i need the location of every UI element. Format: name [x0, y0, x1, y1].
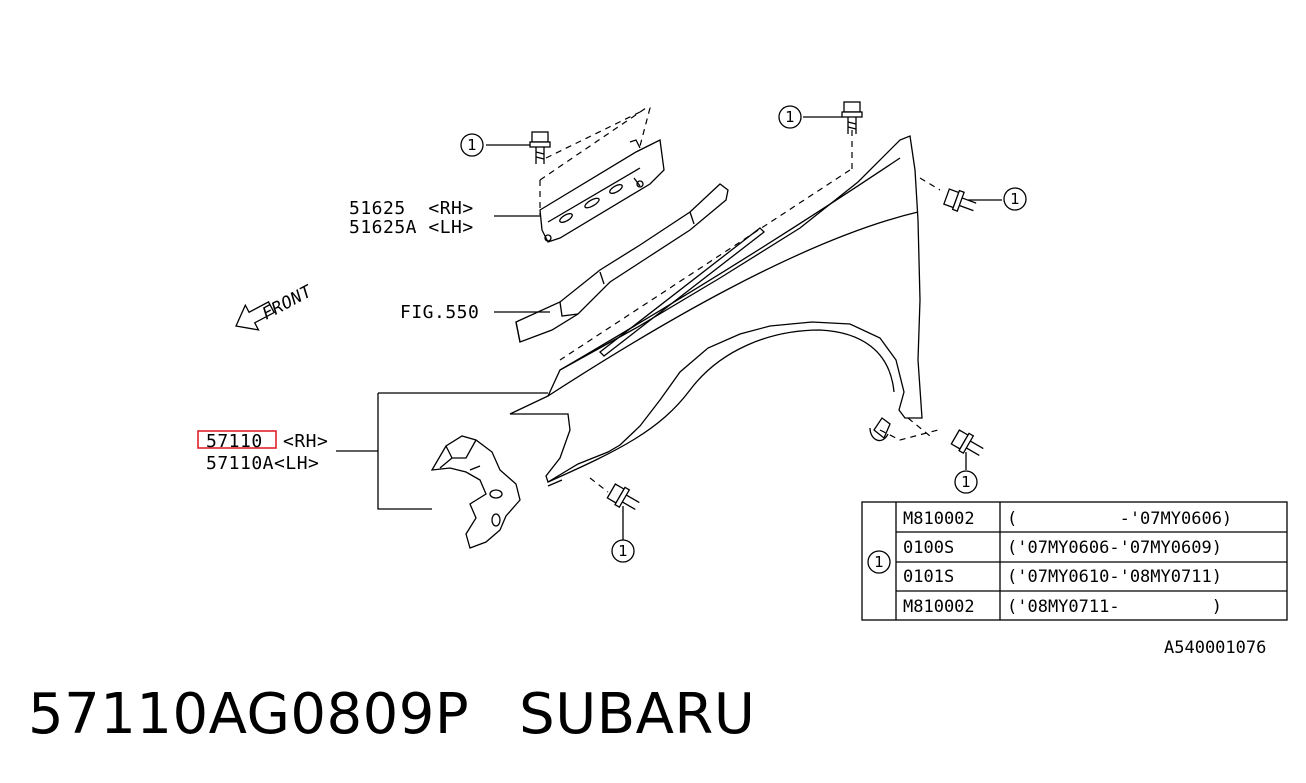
- table-part: M810002: [903, 597, 975, 617]
- bolt-icon: [950, 429, 984, 457]
- fender-rh-part-number[interactable]: 57110: [206, 431, 263, 452]
- table-part: 0101S: [903, 567, 954, 587]
- callout-circle: 1: [778, 105, 802, 129]
- fender-lh-label[interactable]: 57110A<LH>: [206, 453, 319, 474]
- fig-ref-label[interactable]: FIG.550: [400, 302, 479, 323]
- bracket-drawing: [539, 107, 665, 243]
- front-fender-drawing: [509, 135, 923, 487]
- bolt-table: 1 M810002 ( -'07MY0606) 0100S ('07MY0606…: [861, 501, 1288, 621]
- svg-text:1: 1: [1010, 190, 1020, 208]
- callout-circle: 1: [1003, 187, 1027, 211]
- splash-piece-drawing: [430, 435, 521, 549]
- drawing-id: A540001076: [1164, 638, 1266, 658]
- brand-name: SUBARU: [519, 682, 756, 747]
- part-number: 57110AG0809P: [28, 682, 470, 747]
- bolt-icon: [943, 188, 977, 212]
- table-range: ('08MY0711- ): [1007, 597, 1222, 617]
- svg-text:1: 1: [961, 473, 971, 491]
- table-part: 0100S: [903, 538, 954, 558]
- callout-circle: 1: [611, 539, 635, 563]
- callout-circle: 1: [954, 470, 978, 494]
- table-range: ('07MY0606-'07MY0609): [1007, 538, 1222, 558]
- table-range: ('07MY0610-'08MY0711): [1007, 567, 1222, 587]
- bolt-icon: [606, 483, 640, 511]
- callout-circle: 1: [460, 133, 484, 157]
- leader-lines: [336, 130, 941, 510]
- highlight-box: [197, 430, 277, 449]
- bracket-rh-label[interactable]: 51625 <RH>: [349, 198, 474, 219]
- svg-text:1: 1: [467, 136, 477, 154]
- front-label: FRONT: [259, 281, 317, 324]
- fender-rail-drawing: [515, 183, 729, 343]
- table-range: ( -'07MY0606): [1007, 509, 1232, 529]
- fender-rh-side: <RH>: [283, 431, 328, 452]
- bolt-icon: [529, 131, 551, 164]
- bolt-icon: [841, 101, 863, 134]
- table-callout: 1: [874, 553, 884, 571]
- part-title: 57110AG0809P SUBARU: [28, 682, 805, 747]
- bracket-lh-label[interactable]: 51625A <LH>: [349, 217, 474, 238]
- table-part: M810002: [903, 509, 975, 529]
- svg-text:1: 1: [618, 542, 628, 560]
- svg-text:1: 1: [785, 108, 795, 126]
- front-arrow-icon: [235, 301, 276, 331]
